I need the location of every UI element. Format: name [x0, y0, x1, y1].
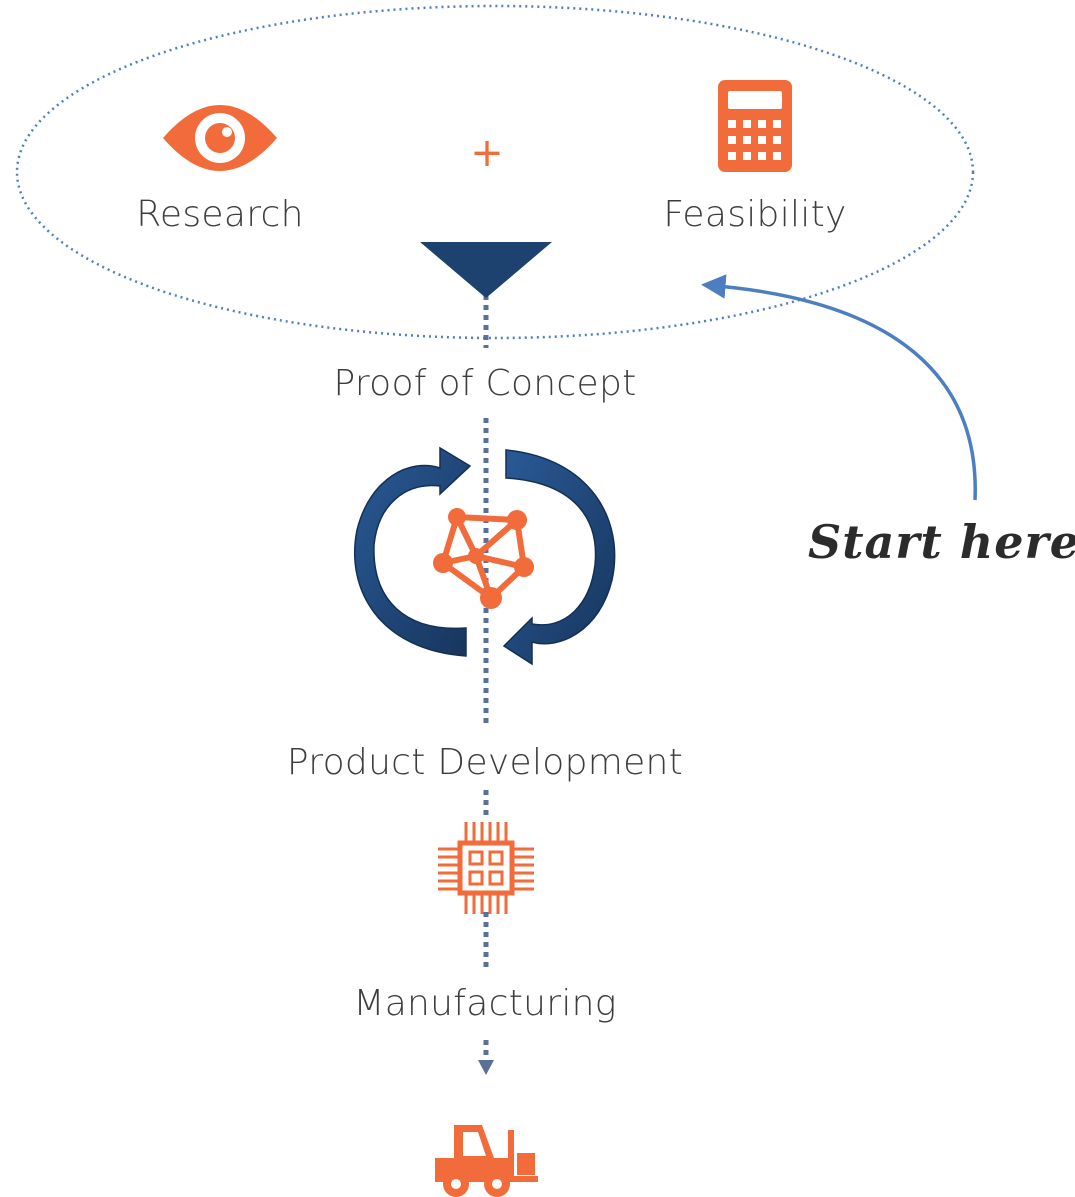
proof-of-concept-label: Proof of Concept	[333, 363, 637, 404]
network-nodes	[433, 508, 534, 609]
forklift-icon	[435, 1125, 538, 1197]
down-arrowhead-icon	[478, 1060, 494, 1075]
research-group-ellipse	[15, 4, 975, 340]
research-label: Research	[136, 194, 304, 235]
cycle-arrows-icon	[353, 446, 616, 666]
funnel-triangle-icon	[420, 242, 552, 298]
start-here-callout: Start here:	[808, 515, 1075, 569]
product-development-label: Product Development	[286, 742, 684, 783]
eye-icon	[163, 105, 277, 171]
feasibility-label: Feasibility	[663, 194, 847, 235]
start-here-arrow	[701, 274, 977, 501]
plus-sign: +	[470, 130, 504, 176]
manufacturing-label: Manufacturing	[353, 983, 617, 1024]
calculator-icon	[718, 80, 792, 172]
chip-icon	[438, 822, 534, 914]
